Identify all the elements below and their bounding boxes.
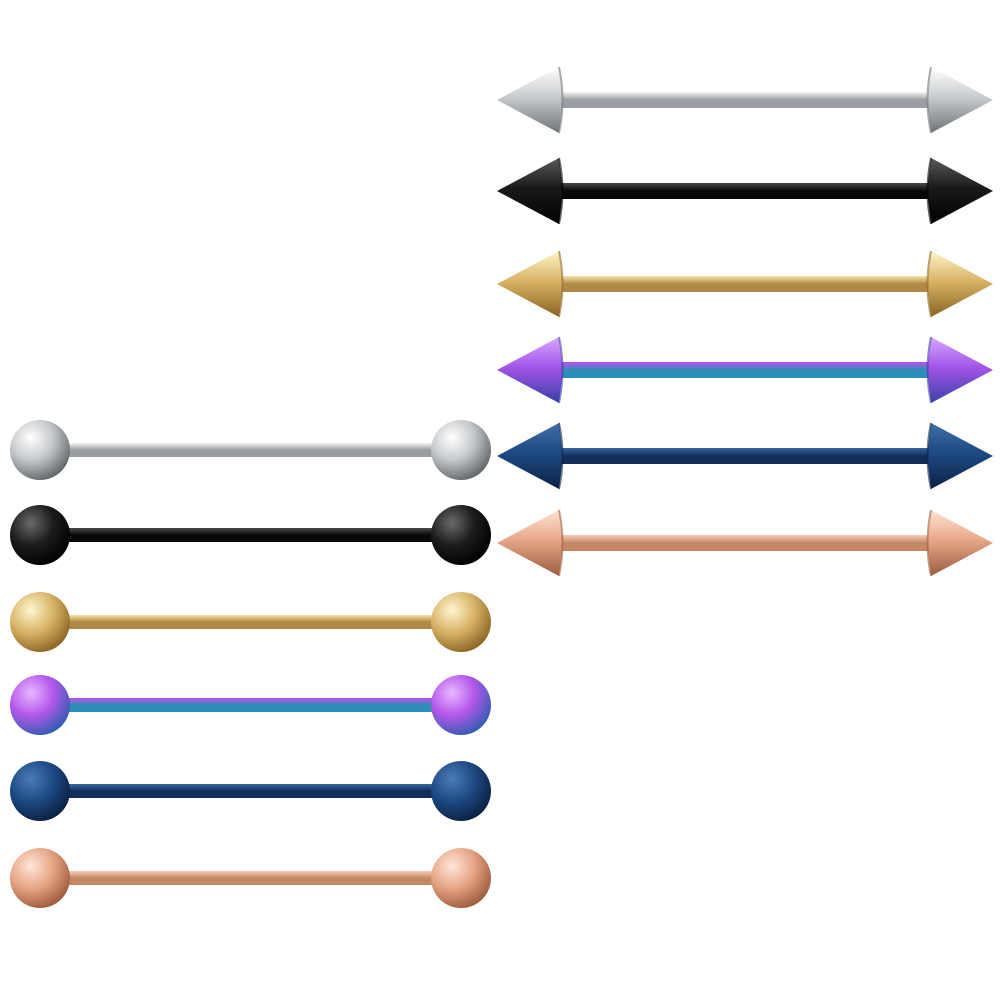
ball-end-left [10, 505, 70, 565]
barbell-bar [58, 443, 442, 457]
spike-end-right [927, 251, 993, 317]
barbell-bar [58, 871, 442, 885]
ball-end-right [431, 420, 491, 480]
barbell-bar [58, 784, 442, 798]
barbell-bar [555, 362, 933, 378]
barbell-bar [555, 448, 933, 464]
spike-end-left [497, 337, 563, 403]
ball-barbell-blue [10, 761, 491, 821]
spike-barbell-rose-gold [497, 509, 993, 577]
barbell-bar [555, 535, 933, 551]
ball-end-left [10, 592, 70, 652]
ball-end-right [431, 505, 491, 565]
spike-barbell-black [497, 157, 993, 225]
spike-end-left [497, 510, 563, 576]
spike-base-left [558, 509, 564, 577]
spike-base-left [558, 336, 564, 404]
ball-end-left [10, 761, 70, 821]
ball-barbell-group [10, 420, 491, 908]
ball-end-left [10, 675, 70, 735]
barbell-bar [555, 183, 933, 199]
spike-barbell-rainbow [497, 336, 993, 404]
spike-barbell-gold [497, 250, 993, 318]
spike-base-left [558, 157, 564, 225]
spike-end-left [497, 423, 563, 489]
spike-base-right [926, 157, 932, 225]
spike-base-right [926, 250, 932, 318]
spike-base-right [926, 509, 932, 577]
ball-barbell-rainbow [10, 675, 491, 735]
barbell-bar [58, 698, 442, 712]
spike-base-left [558, 422, 564, 490]
ball-end-right [431, 592, 491, 652]
spike-base-left [558, 250, 564, 318]
spike-end-left [497, 67, 563, 133]
ball-end-left [10, 420, 70, 480]
spike-end-right [927, 510, 993, 576]
spike-end-left [497, 251, 563, 317]
ball-end-right [431, 675, 491, 735]
spike-barbell-silver [497, 66, 993, 134]
barbell-bar [58, 528, 442, 542]
ball-barbell-rose-gold [10, 848, 491, 908]
ball-barbell-gold [10, 592, 491, 652]
spike-barbell-group [497, 66, 993, 577]
ball-end-left [10, 848, 70, 908]
ball-end-right [431, 761, 491, 821]
spike-end-right [927, 423, 993, 489]
ball-barbell-silver [10, 420, 491, 480]
barbell-bar [58, 615, 442, 629]
spike-base-right [926, 66, 932, 134]
spike-base-left [558, 66, 564, 134]
spike-end-right [927, 337, 993, 403]
ball-end-right [431, 848, 491, 908]
barbell-bar [555, 92, 933, 108]
spike-barbell-blue [497, 422, 993, 490]
spike-base-right [926, 336, 932, 404]
spike-end-right [927, 158, 993, 224]
spike-end-right [927, 67, 993, 133]
spike-end-left [497, 158, 563, 224]
spike-base-right [926, 422, 932, 490]
barbell-bar [555, 276, 933, 292]
ball-barbell-black [10, 505, 491, 565]
